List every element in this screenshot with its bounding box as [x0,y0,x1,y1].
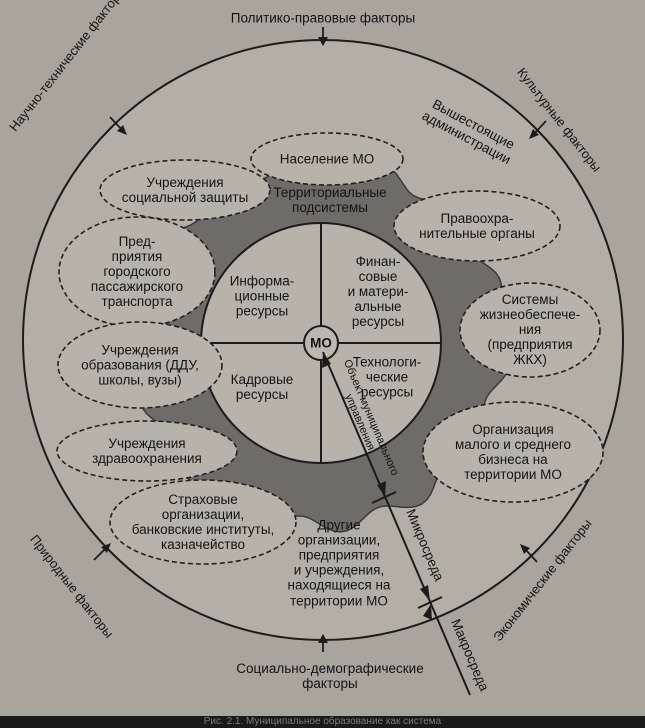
micro-arrowhead-top [377,481,386,497]
macro-tick [417,596,443,609]
object-arrowhead [322,352,331,368]
ellipse-education [57,321,223,409]
factor-political: Политико-правовые факторы [230,10,416,26]
resource-technological: Технологи- ческие ресурсы [352,354,422,400]
arrowhead-political [318,37,328,46]
ellipse-utilities [459,282,601,378]
entity-law-enforcement: Правоохра- нительные органы [419,210,535,241]
ellipse-social [99,159,271,221]
resource-financial-material: Финан- совые и матери- альные ресурсы [347,254,409,330]
factor-social-demographic: Социально-демографические факторы [236,660,424,691]
entity-social-protection: Учреждения социальной защиты [121,174,249,205]
entity-transport: Пред- приятия городского пассажирского т… [90,234,184,310]
micro-tick [371,491,397,504]
entity-population: Население МО [279,151,375,167]
macro-arrowhead-top [423,604,432,620]
entity-finance-organizations: Страховые организации, банковские инстит… [131,491,275,553]
ellipse-population [250,132,404,186]
environment-axis-line [322,351,471,696]
arrowhead-cultural [529,129,539,139]
ellipse-finance-org [109,479,297,565]
figure-caption: Рис. 2.1. Муниципальное образование как … [0,716,645,728]
center-mo: МО [310,335,332,351]
ellipse-health [56,420,238,482]
entity-education: Учреждения образования (ДДУ, школы, вузы… [81,342,199,388]
ellipse-sme [422,401,604,503]
ellipse-law [393,190,561,262]
micro-arrowhead-bottom [420,585,430,601]
mo-center-circle [303,325,339,361]
entity-utilities: Системы жизнеобеспече- ния (предприятия … [479,292,581,368]
entity-small-business: Организация малого и среднего бизнеса на… [455,421,571,483]
arrowhead-scientific [117,125,127,135]
resource-information: Информа- ционные ресурсы [229,273,295,319]
entity-health: Учреждения здравоохранения [92,435,202,466]
arrowhead-economic [520,544,530,554]
resource-personnel: Кадровые ресурсы [230,371,294,402]
subsystems-title: Территориальные подсистемы [273,184,387,215]
arrowhead-natural [101,543,111,553]
arrowhead-social-demographic [318,634,328,643]
entity-other-organizations: Другие организации, предприятия и учрежд… [287,517,391,609]
